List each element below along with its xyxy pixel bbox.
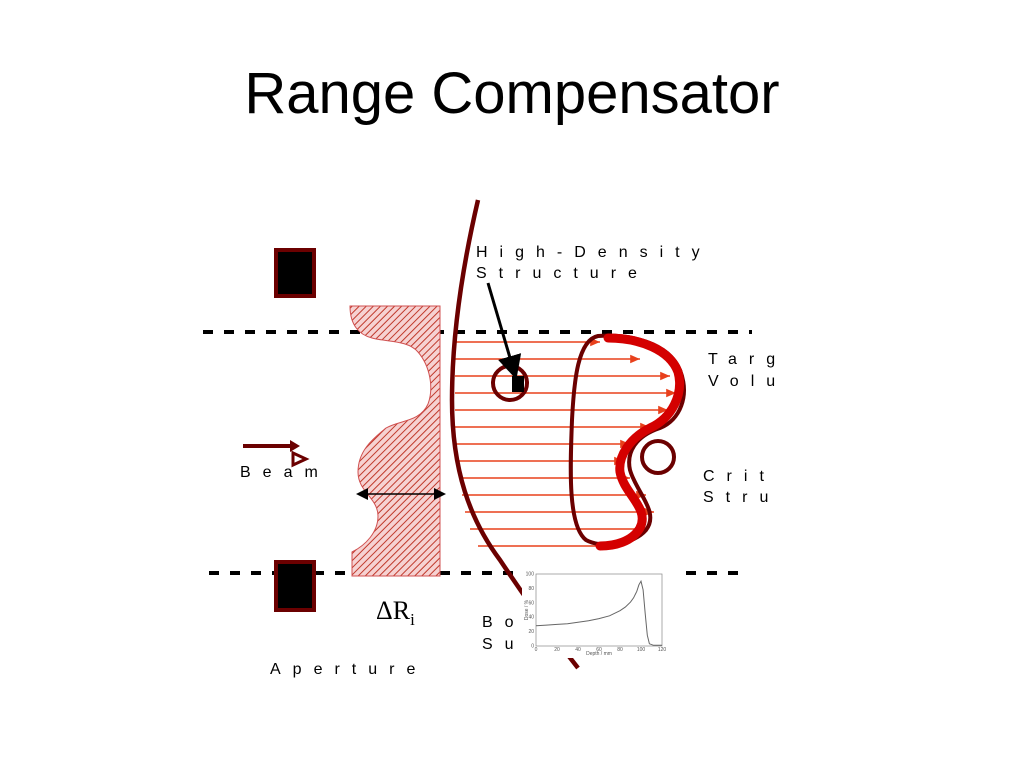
proton-rays <box>455 337 676 551</box>
target-label-line2: Volu <box>708 373 787 390</box>
beam-label: Beam <box>240 464 330 481</box>
inset-x-tick-label: 0 <box>535 647 538 653</box>
aperture-block-upper <box>274 248 316 298</box>
inset-y-tick-label: 100 <box>526 572 535 578</box>
inset-y-tick-label: 60 <box>528 600 534 606</box>
inset-x-tick-label: 40 <box>575 647 581 653</box>
inset-tick-labels: 0 20 40 60 80 100 120 0 20 40 60 80 100 <box>526 572 667 654</box>
inset-x-tick-label: 20 <box>554 647 560 653</box>
inset-x-axis-label: Depth / mm <box>586 651 612 657</box>
delta-r-label: ΔRi <box>376 596 415 629</box>
inset-background <box>522 566 668 658</box>
bolus-label-line2: Su <box>482 636 526 653</box>
inset-y-tick-label: 80 <box>528 586 534 592</box>
critical-structure-circle <box>640 439 676 475</box>
inset-x-tick-label: 120 <box>658 647 667 653</box>
high-density-label-line1: High-Density <box>476 244 712 261</box>
beam-arrowhead-icon <box>290 440 300 452</box>
inset-y-tick-label: 40 <box>528 615 534 621</box>
dose-depth-curve <box>535 579 662 646</box>
range-compensator-shape <box>349 305 441 577</box>
slide-title: Range Compensator <box>244 61 780 126</box>
inset-x-tick-label: 60 <box>596 647 602 653</box>
inset-x-tick-label: 100 <box>637 647 646 653</box>
inset-plot-frame <box>535 573 663 647</box>
high-density-pointer-arrow <box>486 282 522 380</box>
inset-y-axis-label: Dose / % <box>524 599 530 620</box>
inset-x-tick-label: 80 <box>617 647 623 653</box>
high-density-label-line2: Structure <box>476 265 649 282</box>
critical-label-line2: Stru <box>703 489 780 506</box>
distal-edge-thick-line <box>595 333 684 551</box>
bolus-label-line1: Bo <box>482 614 526 631</box>
target-label-line1: Targ <box>708 351 787 368</box>
aperture-label: Aperture <box>270 661 427 678</box>
inset-y-tick-label: 20 <box>528 629 534 635</box>
bragg-peak-inset-chart: 0 20 40 60 80 100 120 0 20 40 60 80 100 Depth / mm D… <box>522 566 668 658</box>
aperture-block-lower <box>274 560 316 612</box>
inset-y-tick-label: 0 <box>531 644 534 650</box>
beam-triangle-icon <box>291 450 310 468</box>
critical-label-line1: Crit <box>703 468 776 485</box>
high-density-structure-core <box>512 376 524 392</box>
